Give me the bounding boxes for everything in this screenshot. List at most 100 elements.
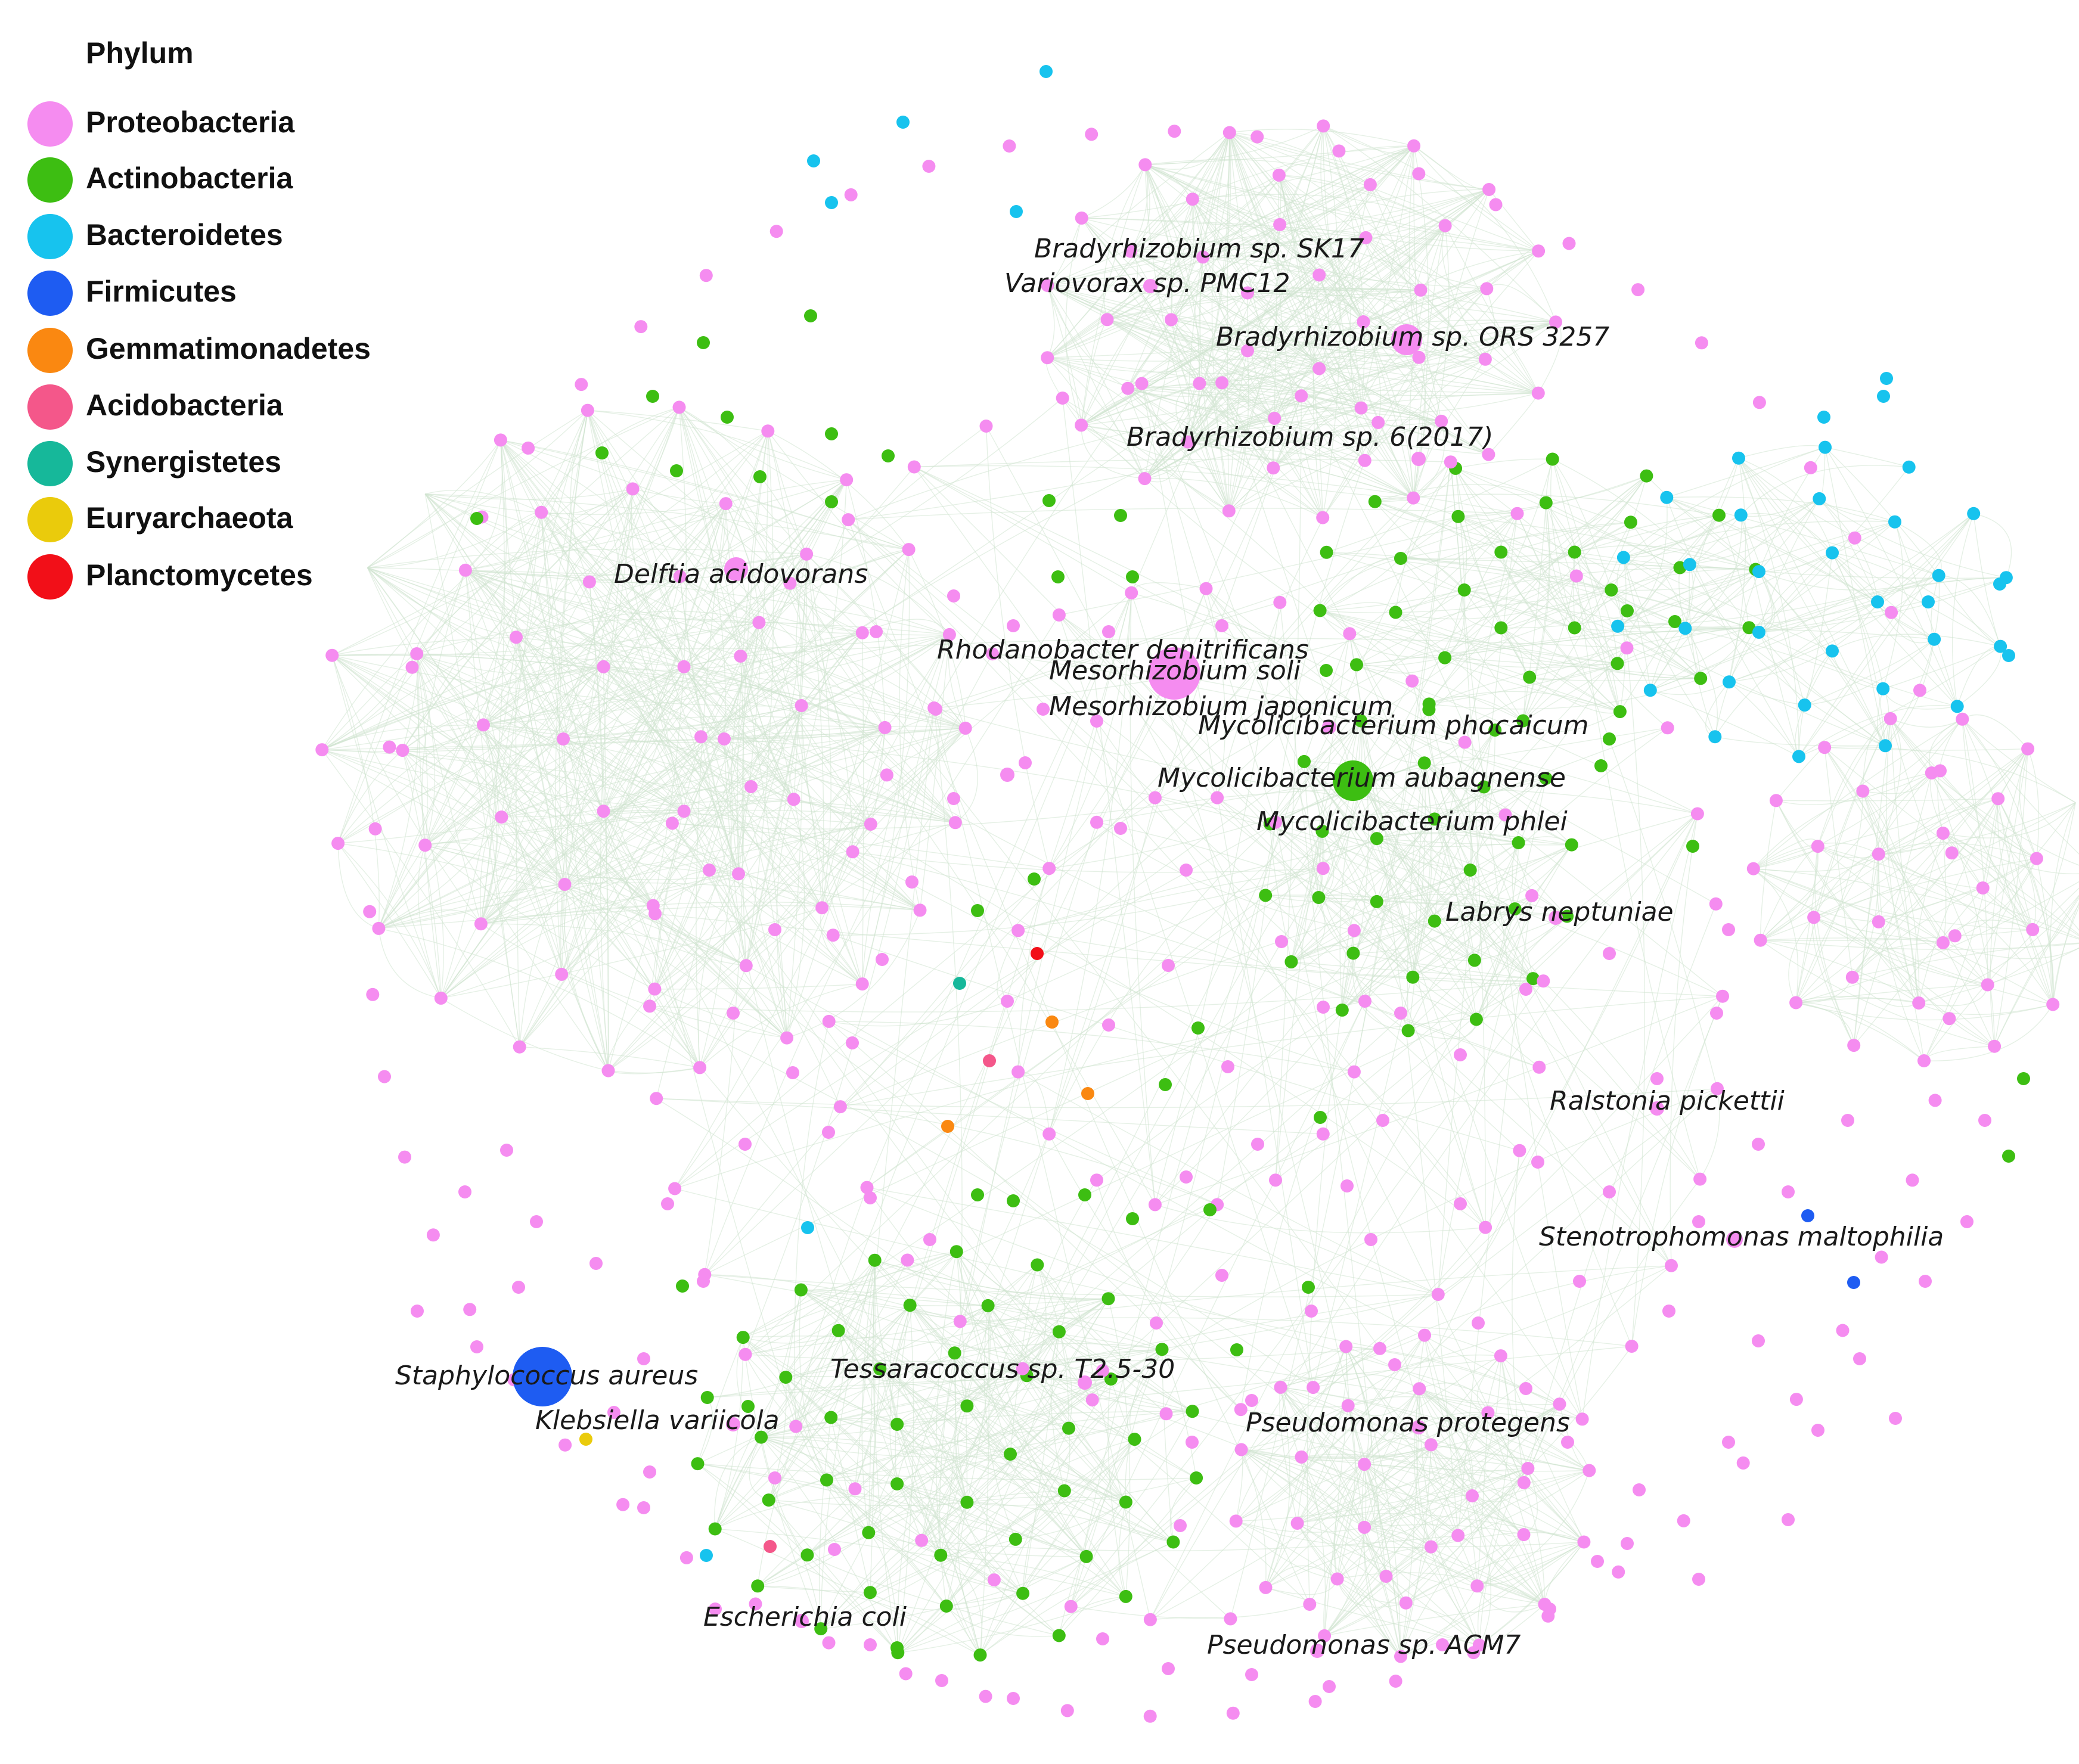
edge [1265,895,1515,909]
edge [500,439,681,577]
edge [587,409,768,432]
edge [1753,868,1799,1003]
edge [908,549,966,728]
edge [1241,1405,1349,1451]
node [907,460,921,474]
edge [1353,912,1568,954]
node-layer [315,65,2060,1723]
node [378,1070,391,1083]
edge [1740,515,1799,757]
edge [1047,357,1442,422]
edge [1890,718,2079,931]
node [1532,1060,1546,1074]
edge [1265,838,1377,896]
node [1594,759,1608,772]
node [1519,1382,1532,1395]
edge [745,930,1355,1355]
node [1917,1054,1931,1067]
edge [807,1378,1112,1555]
node [1621,604,1634,617]
edge [1334,1464,1365,1579]
edge [1411,681,1633,1347]
edge [1360,720,1572,846]
node [1085,1393,1099,1407]
node [1661,721,1674,735]
edge [1279,162,1371,185]
edge [1753,846,1818,869]
edge [1576,576,1701,1179]
edge [1962,719,2037,859]
node [1746,862,1760,875]
edge [424,632,862,846]
edge [714,1436,762,1529]
node [1573,1275,1586,1288]
edge [829,1021,1355,1073]
edge [1107,1299,1131,1597]
edge [440,637,517,999]
edge [1265,1470,1590,1588]
edge [1278,224,1323,518]
edge [1574,545,1756,570]
node [983,1054,996,1067]
node [1075,211,1088,225]
edge [979,1349,1163,1656]
edge [483,407,680,725]
edge [483,724,684,812]
node [1516,714,1530,728]
edge [321,406,679,750]
node [848,1482,862,1496]
edge [1813,858,2037,918]
edge [1500,1355,1585,1542]
node [1312,268,1326,282]
edge [1247,237,1366,293]
node [1379,1570,1393,1583]
edge [402,750,823,908]
edge [1324,1604,1545,1636]
edge [649,1005,1231,1619]
edge [1275,633,1350,1181]
edge [1217,787,1698,815]
node [1180,864,1193,877]
edge [322,632,862,750]
edge [425,493,726,515]
node [903,1299,917,1312]
edge [1062,397,1350,634]
node [1494,621,1508,635]
edge [1877,601,1958,707]
node [1085,128,1099,141]
edge [855,1348,1380,1489]
edge [1853,772,1932,1046]
node [1693,1172,1707,1186]
node [1819,440,1832,454]
edge [1081,321,1556,426]
edge [874,1260,1109,1300]
edge [1894,521,1958,707]
edge [1395,567,1756,613]
node [935,1674,948,1687]
edge [1738,458,1939,576]
edge [914,466,1717,905]
edge [1544,1542,1584,1605]
edge [1488,1412,1590,1471]
edge [425,493,680,577]
edge [1301,1454,1473,1496]
edge [516,576,680,638]
node [1031,1258,1044,1272]
edge [421,570,466,846]
node [1199,582,1213,595]
edge [501,799,794,818]
node [787,793,800,806]
node [825,427,838,440]
edge [1729,681,1799,757]
edge [1552,458,1750,628]
node [1290,1517,1304,1530]
edge [541,512,823,908]
node [1692,1215,1705,1228]
node [1000,768,1014,782]
edge [1365,237,1486,360]
edge [1307,275,1320,369]
edge [1199,368,1320,386]
edge [956,1251,968,1502]
edge [1345,1346,1365,1528]
edge [424,512,542,846]
